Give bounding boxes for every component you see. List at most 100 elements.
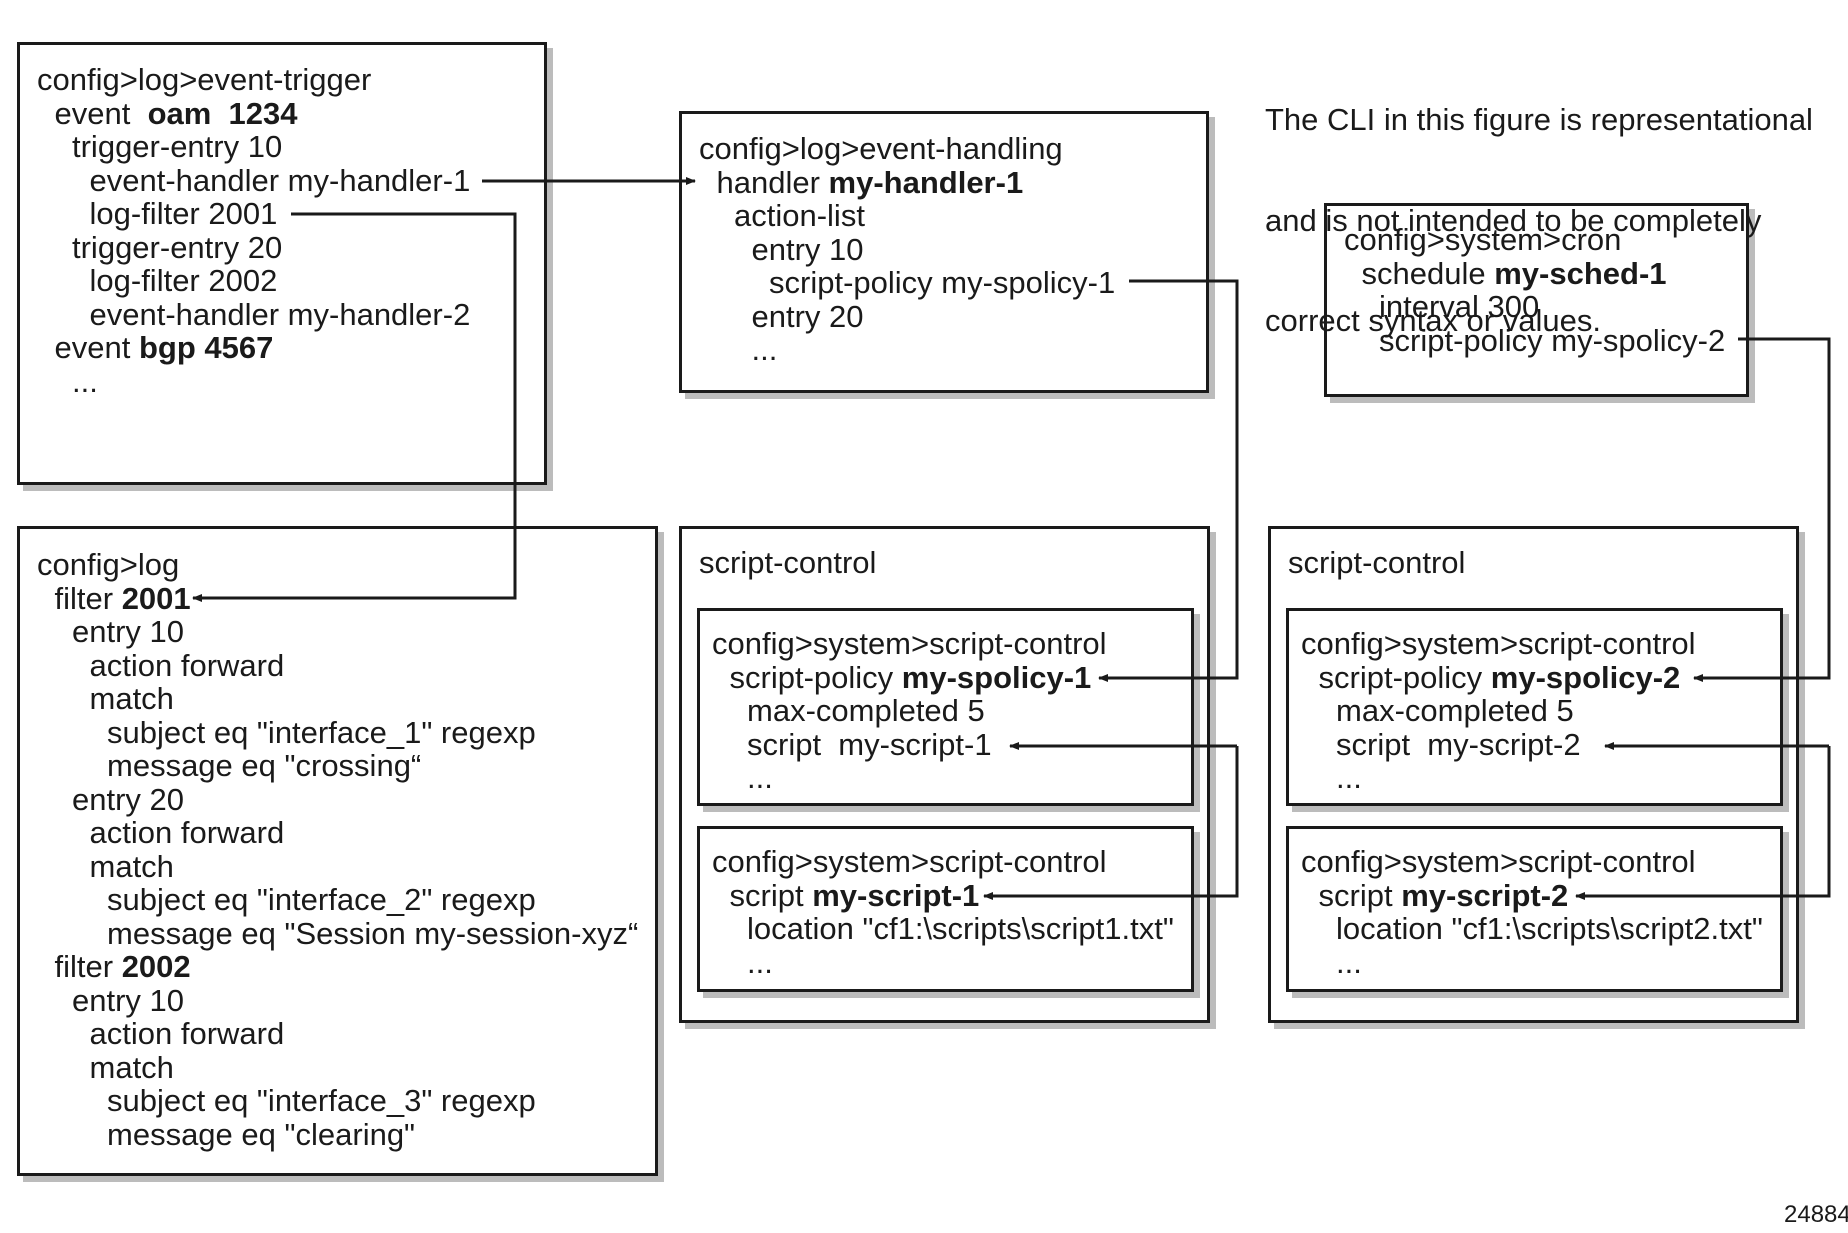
- cli-line: handler my-handler-1: [699, 164, 1115, 200]
- cli-keyword-bold: 2002: [121, 949, 191, 984]
- cli-text: script: [1318, 877, 1402, 913]
- cli-line: config>system>script-control: [1301, 627, 1696, 661]
- arrow-log-filter-2001: [192, 212, 517, 602]
- cli-text: entry 20: [72, 781, 185, 817]
- cli-line: event bgp 4567: [37, 331, 470, 365]
- cli-text: ...: [1336, 760, 1362, 795]
- script-control-title: script-control: [1288, 545, 1466, 580]
- cli-text: message eq "Session my-session-xyz“: [107, 915, 639, 951]
- cli-line: event-handler my-handler-1: [37, 162, 471, 198]
- cli-text: log-filter 2001: [89, 196, 278, 231]
- cli-text: ...: [747, 760, 773, 795]
- cli-keyword-bold: my-script-2: [1401, 877, 1569, 913]
- cli-text: action forward: [89, 1016, 285, 1051]
- cli-line: entry 20: [37, 781, 638, 817]
- cli-text: entry 10: [72, 614, 185, 649]
- cli-text: schedule: [1361, 255, 1495, 291]
- cli-line: log-filter 2002: [37, 264, 470, 298]
- cli-line: script my-script-2: [1301, 877, 1763, 913]
- cli-text: location "cf1:\scripts\script2.txt": [1336, 911, 1763, 946]
- cli-text: location "cf1:\scripts\script1.txt": [747, 911, 1174, 946]
- cli-line: config>system>script-control: [712, 845, 1174, 879]
- cli-line: script-policy my-spolicy-2: [1344, 323, 1725, 358]
- cli-text: event-handler my-handler-1: [89, 162, 471, 198]
- cli-line: interval 300: [1344, 290, 1725, 324]
- cli-line: message eq "Session my-session-xyz“: [37, 915, 639, 951]
- cli-text: ...: [747, 944, 773, 980]
- arrow-script-2-definition: [1575, 746, 1831, 900]
- cli-text: script-policy my-spolicy-1: [769, 265, 1116, 300]
- cli-text: handler: [716, 164, 829, 200]
- cli-keyword-bold: my-handler-1: [828, 164, 1024, 200]
- cli-text: entry 10: [72, 982, 185, 1018]
- cli-line: script-policy my-spolicy-1: [699, 266, 1115, 300]
- cli-text: interval 300: [1379, 289, 1540, 324]
- cli-text: filter: [54, 580, 122, 616]
- cli-line: max-completed 5: [712, 694, 1107, 728]
- cli-text: action forward: [89, 815, 285, 850]
- cli-line: match: [37, 682, 638, 716]
- cli-line: script my-script-1: [712, 877, 1174, 913]
- cli-text: action forward: [89, 647, 285, 683]
- cli-line: script my-script-1: [712, 726, 1107, 762]
- cli-keyword-bold: bgp 4567: [138, 330, 274, 365]
- cli-text: action-list: [734, 198, 865, 233]
- cli-text: subject eq "interface_1" regexp: [107, 714, 536, 750]
- cli-text: trigger-entry 20: [72, 229, 283, 265]
- cli-text: config>system>script-control: [712, 844, 1107, 879]
- cli-line: message eq "crossing“: [37, 749, 638, 783]
- cli-text: script-policy: [729, 659, 902, 695]
- cli-line: entry 10: [699, 231, 1115, 267]
- cli-text: event-handler my-handler-2: [89, 296, 471, 332]
- cli-line: config>log>event-handling: [699, 132, 1115, 166]
- cli-line: subject eq "interface_1" regexp: [37, 714, 638, 750]
- cli-text: entry 10: [751, 231, 864, 267]
- cli-text: log-filter 2002: [89, 263, 278, 298]
- cli-line: script my-script-2: [1301, 727, 1696, 762]
- cli-keyword-bold: my-script-1: [812, 877, 980, 913]
- cli-text: config>log: [37, 547, 180, 582]
- cli-text: script: [729, 877, 813, 913]
- cli-text: match: [89, 1049, 174, 1085]
- cli-line: ...: [699, 333, 1115, 367]
- cli-text: config>system>script-control: [712, 626, 1107, 661]
- cli-line: ...: [37, 364, 470, 399]
- cli-line: trigger-entry 10: [37, 130, 470, 164]
- cli-line: script-policy my-spolicy-1: [712, 659, 1107, 695]
- cli-line: match: [37, 1049, 638, 1085]
- cli-text: config>log>event-handling: [699, 131, 1063, 166]
- cli-line: config>log>event-trigger: [37, 63, 470, 97]
- cli-line: log-filter 2001: [37, 197, 470, 231]
- cli-text: subject eq "interface_2" regexp: [107, 882, 536, 917]
- cli-text: script my-script-1: [747, 726, 992, 762]
- cli-text: ...: [751, 332, 778, 367]
- arrow-spolicy-1: [1098, 279, 1239, 682]
- cli-line: config>system>cron: [1344, 223, 1725, 257]
- cli-line: script-policy my-spolicy-2: [1301, 660, 1696, 695]
- cli-text: message eq "crossing“: [107, 748, 422, 783]
- cli-line: schedule my-sched-1: [1344, 255, 1725, 291]
- cli-text: config>system>script-control: [1301, 626, 1696, 661]
- cli-line: location "cf1:\scripts\script2.txt": [1301, 912, 1763, 946]
- cli-line: entry 10: [37, 615, 638, 649]
- note-line: The CLI in this figure is representation…: [1265, 102, 1813, 137]
- cli-keyword-bold: my-spolicy-1: [901, 659, 1092, 695]
- cli-keyword-bold: my-sched-1: [1494, 255, 1667, 291]
- cli-line: action forward: [37, 647, 638, 683]
- cli-line: config>system>script-control: [1301, 845, 1763, 879]
- cli-keyword-bold: oam 1234: [147, 95, 298, 131]
- cli-text: filter: [54, 949, 122, 984]
- cli-line: config>system>script-control: [712, 627, 1107, 661]
